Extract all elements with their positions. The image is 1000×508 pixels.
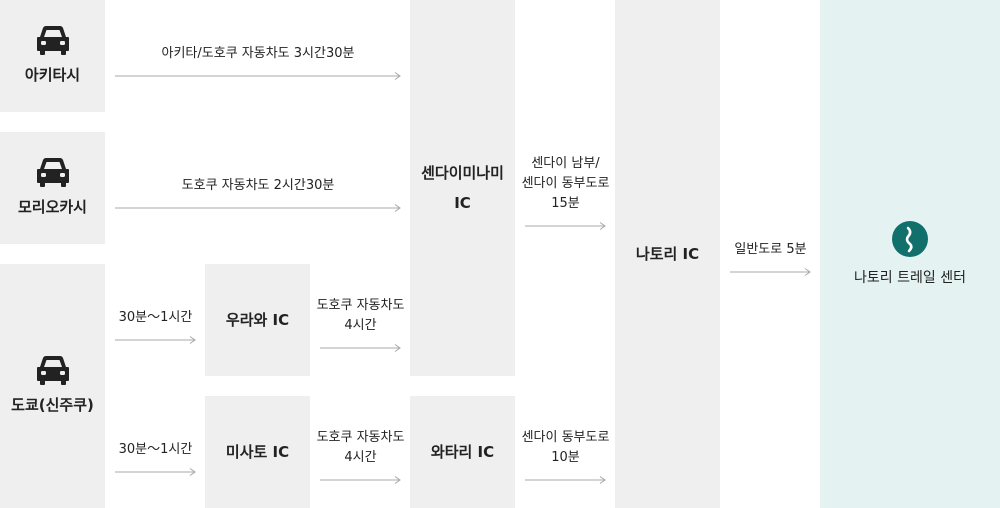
- origin-tokyo: 도쿄(신주쿠): [0, 264, 105, 508]
- route-misato-to-watari: 도호쿠 자동차도 4시간: [317, 422, 404, 484]
- car-icon: [36, 356, 69, 385]
- interchange-label: 나토리 IC: [635, 245, 700, 263]
- route-morioka-to-sendai-minami: 도호쿠 자동차도 2시간30분: [115, 170, 401, 212]
- arrow-icon: [115, 336, 196, 344]
- interchange-misato: 미사토 IC: [205, 396, 310, 508]
- origin-label: 도쿄(신주쿠): [11, 396, 94, 414]
- route-label: 아키타/도호쿠 자동차도 3시간30분: [161, 46, 355, 61]
- arrow-icon: [525, 222, 606, 230]
- interchange-label-line-1: 센다이미나미: [421, 164, 504, 182]
- arrow-icon: [115, 204, 401, 212]
- origin-akita: 아키타시: [0, 0, 105, 112]
- route-urawa-to-sendai-minami: 도호쿠 자동차도 4시간: [317, 290, 404, 352]
- interchange-label: 미사토 IC: [225, 443, 290, 461]
- route-watari-to-natori: 센다이 동부도로 10분: [522, 422, 609, 484]
- arrow-icon: [320, 344, 401, 352]
- arrow-icon: [730, 268, 811, 276]
- destination-label: 나토리 트레일 센터: [854, 270, 966, 286]
- arrow-icon: [115, 72, 401, 80]
- arrow-icon: [115, 468, 196, 476]
- trail-marker-icon: [892, 221, 928, 257]
- interchange-label-line-2: IC: [454, 194, 471, 212]
- interchange-natori: 나토리 IC: [615, 0, 720, 508]
- route-tokyo-to-misato: 30분〜1시간: [115, 434, 196, 476]
- route-label-line-2: 10분: [551, 450, 580, 465]
- route-label-line-1: 도호쿠 자동차도: [316, 298, 405, 313]
- route-label: 30분〜1시간: [118, 442, 193, 457]
- route-label-line-1: 센다이 동부도로: [521, 430, 610, 445]
- route-label-line-3: 15분: [551, 196, 580, 211]
- route-label-line-1: 센다이 남부/: [531, 156, 600, 171]
- route-label: 30분〜1시간: [118, 310, 193, 325]
- route-label: 도호쿠 자동차도 2시간30분: [181, 178, 335, 193]
- route-tokyo-to-urawa: 30분〜1시간: [115, 302, 196, 344]
- car-icon: [36, 26, 69, 55]
- route-label-line-1: 도호쿠 자동차도: [316, 430, 405, 445]
- route-label: 일반도로 5분: [734, 242, 807, 257]
- route-akita-to-sendai-minami: 아키타/도호쿠 자동차도 3시간30분: [115, 38, 401, 80]
- origin-morioka: 모리오카시: [0, 132, 105, 244]
- origin-label: 모리오카시: [17, 198, 87, 216]
- arrow-icon: [525, 476, 606, 484]
- destination-natori-trail-center: 나토리 트레일 센터: [820, 0, 1000, 508]
- route-label-line-2: 4시간: [344, 450, 377, 465]
- arrow-icon: [320, 476, 401, 484]
- route-natori-to-trail-center: 일반도로 5분: [730, 234, 811, 276]
- interchange-urawa: 우라와 IC: [205, 264, 310, 376]
- interchange-watari: 와타리 IC: [410, 396, 515, 508]
- origin-label: 아키타시: [24, 66, 81, 84]
- car-icon: [36, 158, 69, 187]
- interchange-label: 와타리 IC: [430, 443, 495, 461]
- route-label-line-2: 센다이 동부도로: [521, 176, 610, 191]
- interchange-sendai-minami: 센다이미나미 IC: [410, 0, 515, 376]
- interchange-label: 우라와 IC: [225, 311, 290, 329]
- route-label-line-2: 4시간: [344, 318, 377, 333]
- route-sendai-minami-to-natori: 센다이 남부/ 센다이 동부도로 15분: [522, 148, 609, 230]
